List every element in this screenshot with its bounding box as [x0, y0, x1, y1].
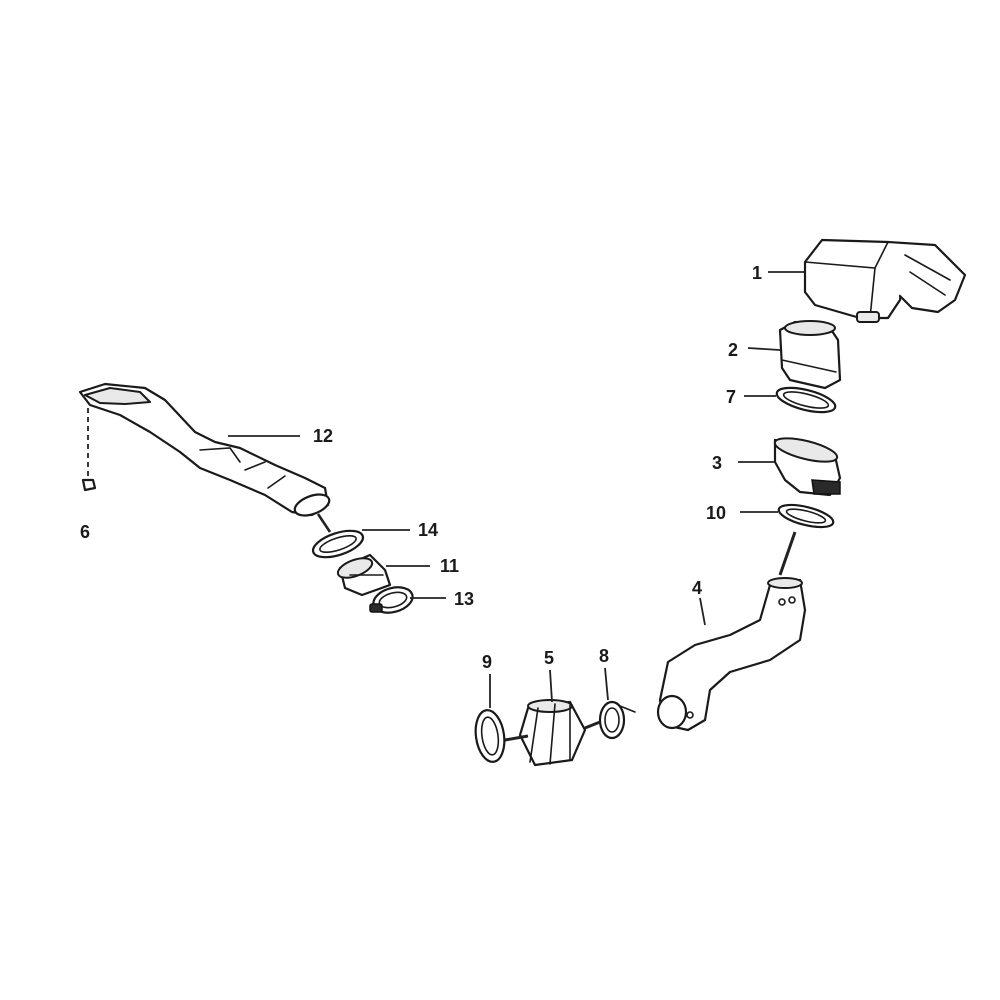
- callout-14: 14: [418, 520, 438, 540]
- callout-10: 10: [706, 503, 726, 523]
- callout-2: 2: [728, 340, 738, 360]
- part-3-adapter: [773, 437, 842, 497]
- part-9-oval-gasket: [474, 709, 506, 763]
- callout-1: 1: [752, 263, 762, 283]
- part-8-small-clamp: [598, 700, 636, 740]
- callout-8: 8: [599, 646, 609, 666]
- part-10-ring: [777, 503, 835, 529]
- part-11-coupler: [336, 553, 392, 597]
- callout-4: 4: [692, 578, 702, 598]
- part-12-long-duct: [78, 382, 331, 517]
- part-13-clamp: [369, 586, 414, 614]
- callout-3: 3: [712, 453, 722, 473]
- callout-labels: 1 2 7 3 10 4 5 8 9 6 12 14 11 13: [80, 263, 762, 672]
- part-1-housing: [803, 238, 967, 323]
- callout-6: 6: [80, 522, 90, 542]
- callout-5: 5: [544, 648, 554, 668]
- part-14-seal: [311, 529, 365, 559]
- part-5-cylinder: [518, 699, 587, 767]
- part-6-pin: [81, 408, 97, 492]
- callout-13: 13: [454, 589, 474, 609]
- part-7-gasket: [775, 386, 837, 414]
- callout-9: 9: [482, 652, 492, 672]
- callout-11: 11: [440, 556, 459, 576]
- part-2-duct: [778, 320, 842, 390]
- leader-lines: [228, 271, 805, 708]
- part-4-bent-pipe: [656, 577, 807, 732]
- callout-12: 12: [313, 426, 333, 446]
- callout-7: 7: [726, 387, 736, 407]
